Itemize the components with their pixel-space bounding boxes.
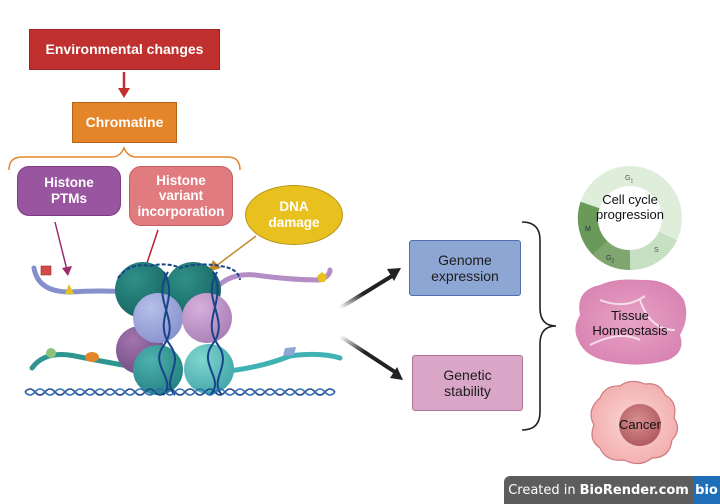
- cell-cycle-ring: [577, 166, 682, 271]
- cell-cycle-label-line-2: progression: [596, 206, 664, 222]
- mark-blue-diamond: [283, 347, 296, 356]
- phase-s-label: S: [654, 247, 659, 254]
- created-prefix: Created in: [508, 482, 576, 498]
- histone-ptms-line-1: Histone: [44, 175, 94, 191]
- chromatine-brace: [8, 146, 241, 171]
- dna-damage-ellipse: DNA damage: [245, 185, 343, 245]
- environmental-changes-label: Environmental changes: [45, 41, 204, 58]
- mark-yellow-triangle: [65, 284, 74, 294]
- histone-variant-line-1: Histone: [156, 172, 206, 188]
- chromatine-label: Chromatine: [85, 114, 164, 131]
- histone-variant-line-3: incorporation: [137, 203, 225, 219]
- biorender-logo-icon[interactable]: bio: [693, 476, 720, 504]
- histone-variant-box: Histone variant incorporation: [129, 166, 233, 226]
- dna-damage-line-2: damage: [268, 215, 320, 230]
- genome-expression-line-2: expression: [431, 268, 499, 284]
- histone-ptms-line-2: PTMs: [50, 191, 87, 206]
- mark-red-square: [40, 265, 52, 276]
- brand-name: BioRender.com: [579, 482, 689, 498]
- biorender-watermark[interactable]: Created in BioRender.com bio: [504, 476, 720, 504]
- genetic-stability-line-1: Genetic: [443, 366, 492, 383]
- tissue-label-line-1: Tissue: [611, 308, 649, 323]
- linker-dna-strand-a: [24, 388, 336, 396]
- genome-expression-line-1: Genome: [438, 251, 492, 268]
- tissue-label-line-2: Homeostasis: [592, 322, 668, 338]
- histone-tail-top-right: [207, 267, 333, 299]
- histone-tail-bottom-left: [29, 352, 143, 371]
- env-to-chromatine-arrow: [118, 72, 130, 98]
- dna-damage-arrow: [208, 235, 257, 272]
- cell-cycle-label: Cell cycle progression: [580, 192, 680, 223]
- arrow-to-genome-expression: [338, 268, 401, 310]
- phase-g2-label: G2: [606, 255, 615, 265]
- genome-expression-box: Genome expression: [409, 240, 521, 296]
- ptm-arrow: [54, 221, 72, 276]
- arrow-to-genetic-stability: [338, 334, 403, 380]
- dna-damage-line-1: DNA: [279, 199, 309, 215]
- environmental-changes-box: Environmental changes: [29, 29, 220, 70]
- histone-ptms-box: Histone PTMs: [17, 166, 121, 216]
- genetic-stability-box: Genetic stability: [412, 355, 523, 411]
- mark-green-circle: [46, 348, 56, 358]
- tissue-homeostasis-label: Tissue Homeostasis: [580, 308, 680, 339]
- nucleosome-illustration: [24, 262, 343, 396]
- cancer-label: Cancer: [619, 417, 661, 432]
- mark-yellow-pentagon: [317, 272, 327, 282]
- linker-dna-strand-b: [24, 388, 336, 396]
- outcomes-brace: [521, 221, 557, 431]
- created-in-biorender[interactable]: Created in BioRender.com: [504, 476, 693, 504]
- tissue-graphic: [575, 279, 687, 365]
- chromatine-box: Chromatine: [72, 102, 177, 143]
- phase-m-label: M: [585, 226, 591, 233]
- histone-tail-bottom-right: [217, 351, 343, 375]
- genetic-stability-line-2: stability: [444, 383, 491, 399]
- cancer-cell-graphic: [590, 380, 679, 465]
- cell-cycle-label-line-1: Cell cycle: [602, 192, 658, 207]
- phase-g1-label: G1: [625, 175, 634, 185]
- mark-orange-oval: [85, 352, 99, 362]
- histone-variant-line-2: variant: [158, 188, 204, 204]
